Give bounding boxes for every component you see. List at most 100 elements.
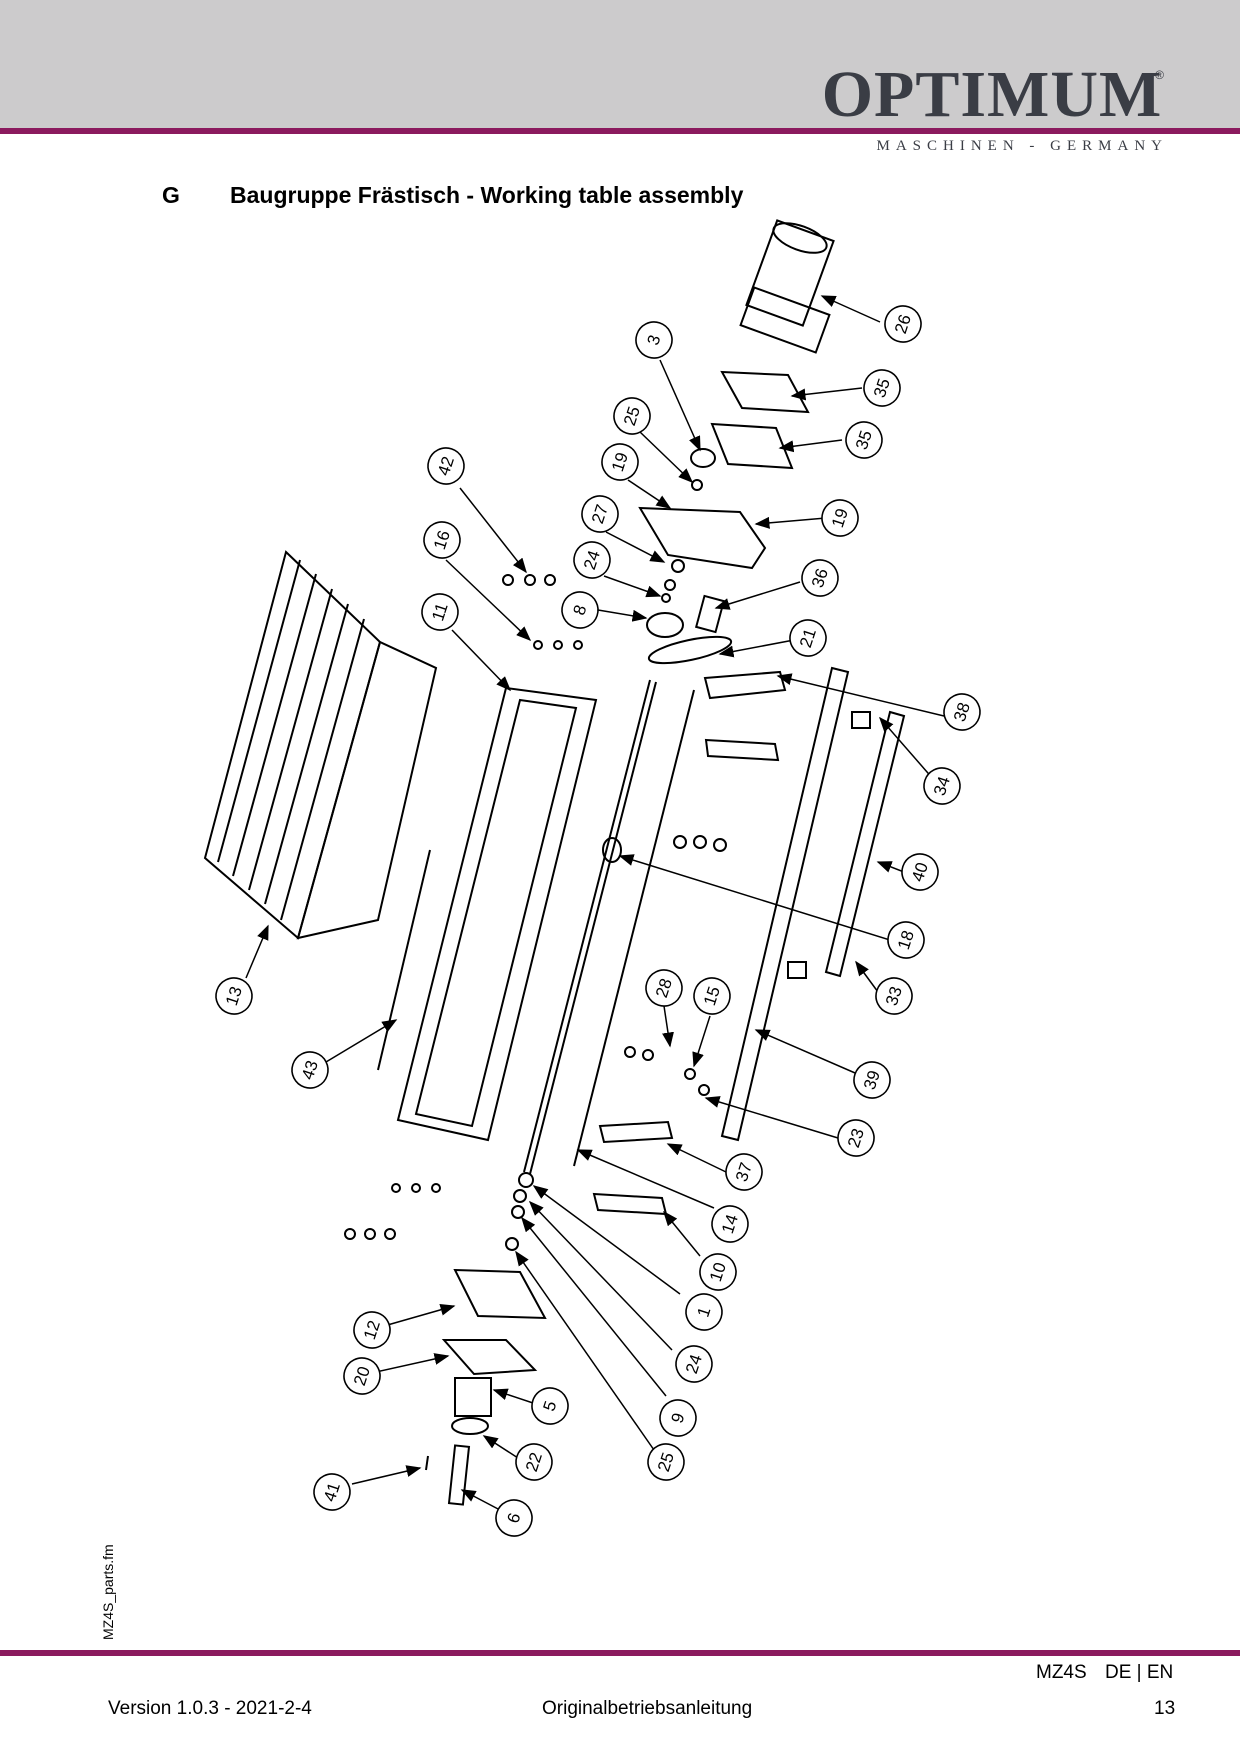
callout-circle xyxy=(699,1253,737,1291)
small-cap xyxy=(690,448,716,468)
mounting-plate xyxy=(710,422,794,470)
header-divider xyxy=(0,128,1240,134)
callout-19: 19 xyxy=(821,499,859,537)
callout-circle xyxy=(421,593,459,631)
callout-18: 18 xyxy=(887,921,925,959)
callout-circle xyxy=(863,369,901,407)
bracket-37 xyxy=(598,1120,674,1144)
gear-wheel xyxy=(646,612,684,638)
callout-20: 20 xyxy=(343,1357,381,1395)
callout-circle xyxy=(647,1443,685,1481)
cover-strip-40 xyxy=(824,710,906,978)
gear-housing xyxy=(638,506,767,570)
callout-circle xyxy=(837,1119,875,1157)
callout-number: 11 xyxy=(428,601,452,624)
logo-wordmark: OPTIMUM xyxy=(821,58,1163,131)
callout-number: 14 xyxy=(718,1212,742,1236)
callout-circle xyxy=(943,693,981,731)
callout-number: 39 xyxy=(860,1068,884,1092)
callout-6: 6 xyxy=(495,1499,533,1537)
callout-number: 27 xyxy=(588,502,612,526)
callout-number: 38 xyxy=(950,700,974,724)
callout-number: 35 xyxy=(852,428,876,452)
callout-circle xyxy=(215,977,253,1015)
flange-plate xyxy=(720,370,810,414)
saddle xyxy=(396,686,598,1142)
callout-24: 24 xyxy=(573,541,611,579)
callout-21: 21 xyxy=(789,619,827,657)
callout-23: 23 xyxy=(837,1119,875,1157)
callout-circle xyxy=(635,321,673,359)
page-number: 13 xyxy=(1154,1698,1176,1719)
callout-38: 38 xyxy=(943,693,981,731)
callout-13: 13 xyxy=(215,977,253,1015)
callout-circle xyxy=(613,397,651,435)
callout-24: 24 xyxy=(675,1345,713,1383)
nut-part xyxy=(691,479,703,491)
callout-circle xyxy=(675,1345,713,1383)
belt-part xyxy=(647,635,733,665)
optimum-logo: OPTIMUM ® xyxy=(812,62,1172,128)
footer-manual-title: Originalbetriebsanleitung xyxy=(542,1698,753,1719)
callout-circle xyxy=(291,1051,329,1089)
callout-circle xyxy=(685,1293,723,1331)
leader-lines xyxy=(245,295,945,1511)
callout-circle xyxy=(601,443,639,481)
callout-number: 33 xyxy=(882,984,906,1008)
callout-circle xyxy=(884,305,922,343)
callout-5: 5 xyxy=(531,1387,569,1425)
header-band xyxy=(0,0,1240,128)
callout-circle xyxy=(423,521,461,559)
callout-number: 28 xyxy=(652,976,676,1000)
callout-circle xyxy=(313,1473,351,1511)
motor-part xyxy=(739,219,835,354)
footer-version: Version 1.0.3 - 2021-2-4 xyxy=(108,1698,312,1719)
callout-circle xyxy=(645,969,683,1007)
callout-number: 36 xyxy=(808,566,832,590)
callout-8: 8 xyxy=(561,591,599,629)
callout-circle xyxy=(515,1443,553,1481)
callout-circle xyxy=(353,1311,391,1349)
callout-12: 12 xyxy=(353,1311,391,1349)
callout-number: 26 xyxy=(891,312,915,336)
callout-number: 40 xyxy=(908,860,932,884)
coupling-part xyxy=(694,594,726,634)
callout-number: 43 xyxy=(298,1058,322,1082)
callout-number: 24 xyxy=(682,1352,706,1376)
callout-circle xyxy=(923,767,961,805)
callout-number: 15 xyxy=(700,984,724,1008)
callout-number: 18 xyxy=(894,928,918,952)
callout-number: 13 xyxy=(222,984,246,1008)
callout-number: 41 xyxy=(320,1480,344,1504)
callout-42: 42 xyxy=(427,447,465,485)
parts-group xyxy=(203,219,906,1506)
callout-number: 10 xyxy=(706,1260,730,1284)
footer-divider xyxy=(0,1650,1240,1656)
callout-39: 39 xyxy=(853,1061,891,1099)
bearing-block xyxy=(453,1268,547,1320)
callout-circle xyxy=(573,541,611,579)
callout-circle xyxy=(693,977,731,1015)
callout-36: 36 xyxy=(801,559,839,597)
callout-number: 12 xyxy=(360,1318,384,1342)
callout-number: 25 xyxy=(620,404,644,428)
callout-1: 1 xyxy=(685,1293,723,1331)
callout-circle xyxy=(711,1205,749,1243)
callout-11: 11 xyxy=(421,593,459,631)
callout-number: 24 xyxy=(580,548,604,572)
callout-28: 28 xyxy=(645,969,683,1007)
stop-34 xyxy=(851,711,871,729)
callout-circle xyxy=(427,447,465,485)
section-letter: G xyxy=(162,182,180,208)
footer-languages: DE | EN xyxy=(1105,1662,1174,1683)
bushing xyxy=(454,1377,492,1417)
gib-strip xyxy=(573,689,695,1167)
callout-37: 37 xyxy=(725,1153,763,1191)
callout-circle xyxy=(887,921,925,959)
callout-number: 20 xyxy=(350,1364,374,1388)
callout-25: 25 xyxy=(647,1443,685,1481)
callout-35: 35 xyxy=(863,369,901,407)
callout-number: 19 xyxy=(608,450,632,474)
callout-25: 25 xyxy=(613,397,651,435)
cover-strip-39 xyxy=(720,666,850,1142)
